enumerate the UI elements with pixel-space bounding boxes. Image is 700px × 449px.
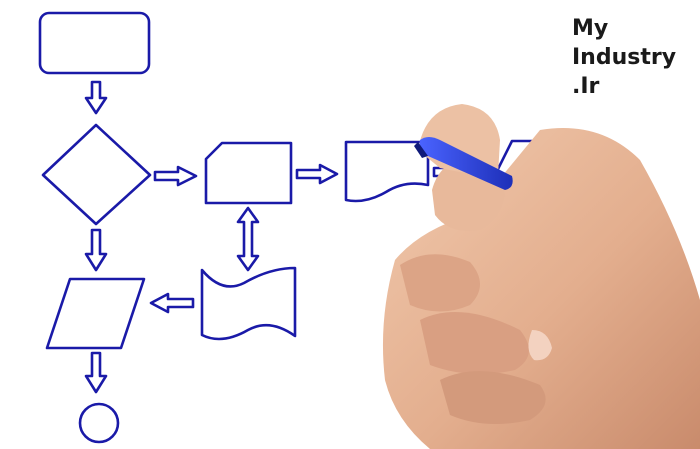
data-parallelogram (45, 277, 146, 350)
arrow-down-1 (84, 80, 108, 115)
arrow-right-1 (153, 165, 198, 187)
watermark-line-1: My (572, 16, 609, 41)
marker-pen (419, 137, 513, 190)
double-arrow-vertical (236, 206, 260, 272)
watermark-line-3: .Ir (572, 74, 600, 99)
hand-illustration (382, 104, 700, 449)
arrow-left-1 (149, 292, 195, 314)
watermark-line-2: Industry (572, 45, 677, 70)
arrow-down-3 (84, 351, 108, 394)
decision-diamond (41, 123, 152, 226)
document-shape (344, 140, 430, 203)
arrow-right-2 (295, 163, 339, 185)
card-shape (204, 141, 293, 205)
arrow-down-2 (84, 228, 108, 272)
watermark-logo: My Industry .Ir (572, 14, 676, 101)
start-process-box (38, 11, 151, 75)
tape-shape (200, 266, 297, 341)
connector-circle (78, 402, 120, 444)
